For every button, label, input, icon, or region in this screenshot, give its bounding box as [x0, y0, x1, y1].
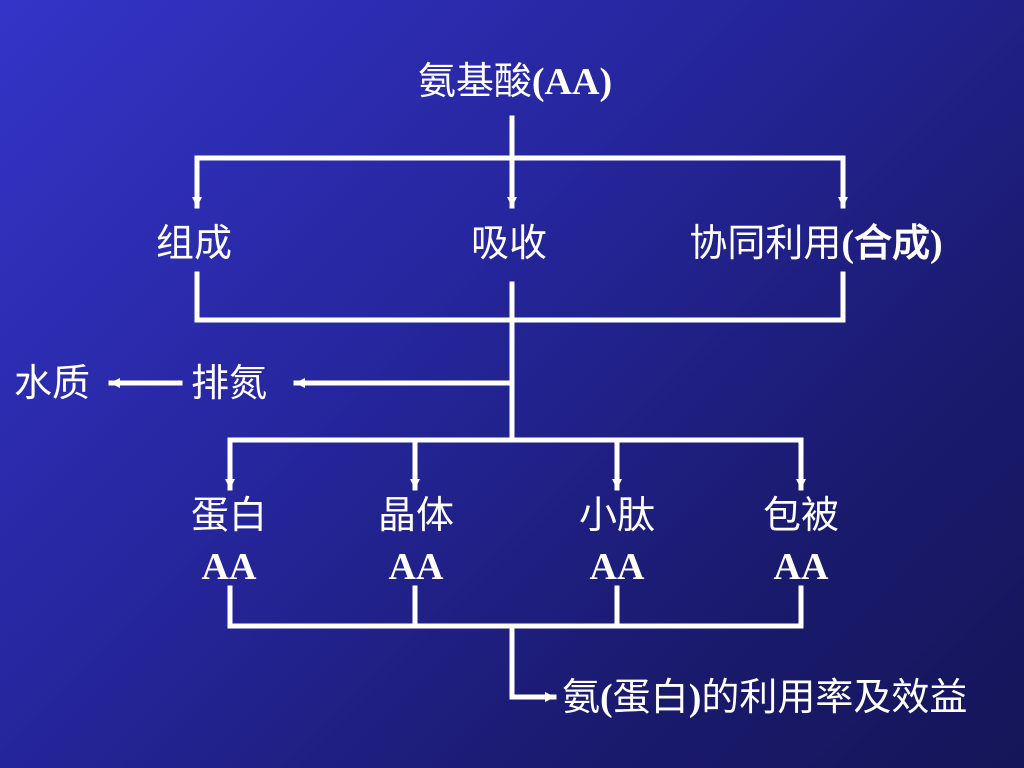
node-small-peptide-aa: AA [589, 546, 645, 588]
node-coated: 包被 [762, 493, 840, 537]
result-part-protein: 蛋白 [612, 675, 689, 719]
node-absorb: 吸收 [470, 221, 548, 265]
result-paren-open: ( [600, 677, 613, 719]
node-nitrogen-excretion: 排氮 [191, 361, 268, 405]
node-result: 氨(蛋白)的利用率及效益 [562, 678, 967, 717]
node-coated-aa: AA [773, 546, 829, 588]
node-small-peptide: 小肽 [578, 493, 656, 537]
node-water-quality: 水质 [14, 361, 91, 405]
title-amino-acid: 氨基酸(AA) [418, 62, 612, 101]
title-prefix: 氨基酸 [417, 59, 532, 103]
result-part-rest: 的利用率及效益 [701, 675, 968, 719]
synergy-label: 协同利用 [689, 221, 842, 265]
node-compose: 组成 [155, 221, 233, 265]
node-synergy-synthesis: 协同利用(合成) [689, 224, 942, 263]
node-crystal: 晶体 [377, 493, 455, 537]
result-part-1: 氨 [562, 675, 601, 719]
title-suffix: (AA) [531, 61, 613, 103]
node-protein-aa: AA [201, 546, 257, 588]
result-paren-close: ) [688, 677, 702, 719]
node-crystal-aa: AA [388, 546, 444, 588]
synthesis-paren: (合成) [841, 223, 943, 265]
node-protein: 蛋白 [190, 493, 268, 537]
arrow-to-result [509, 623, 557, 702]
